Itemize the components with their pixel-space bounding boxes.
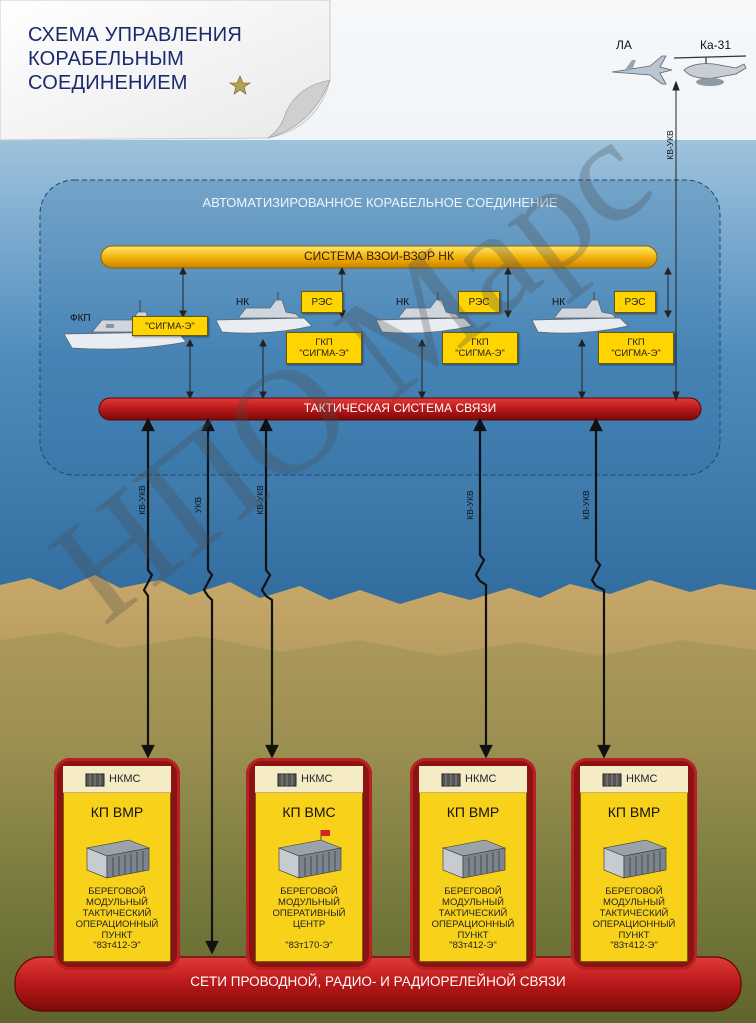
nkms-strip-4: НКМС (580, 766, 688, 793)
title-line-3: СОЕДИНЕНИЕМ (28, 72, 188, 94)
cp-desc-1-line-3: ТАКТИЧЕСКИЙ (82, 908, 152, 919)
cp-title-3: КП ВМР (446, 804, 500, 820)
cp-desc-4-line-1: БЕРЕГОВОЙ (605, 886, 663, 897)
ship-icon-3 (531, 292, 629, 334)
container-icon (85, 773, 105, 787)
cp-desc-4-line-5: ПУНКТ (618, 930, 650, 941)
tactical-system-bar (98, 397, 702, 421)
cp-desc-4-line-4: ОПЕРАЦИОННЫЙ (592, 919, 676, 930)
network-label: СЕТИ ПРОВОДНОЙ, РАДИО- И РАДИОРЕЛЕЙНОЙ С… (190, 974, 566, 989)
command-post-3-panel: НКМС КП ВМР БЕРЕГОВОЙ МОДУЛЬНЫЙ ТАКТИЧЕС… (419, 766, 527, 962)
link-label-4: КВ-УКВ (465, 490, 475, 520)
gkp-label-1: ГКП (315, 337, 333, 348)
ship-label-nk-1: НК (236, 297, 250, 308)
cp-desc-1-line-5: ПУНКТ (101, 930, 133, 941)
aircraft-ka31-label: Ка-31 (700, 38, 732, 52)
cp-code-2: "83т170-Э" (285, 940, 333, 951)
cp-title-4: КП ВМР (607, 804, 661, 820)
command-post-2-panel: НКМС КП ВМС БЕРЕГОВОЙ МОДУЛЬНЫЙ ОПЕРАТИВ… (255, 766, 363, 962)
cp-desc-4-line-2: МОДУЛЬНЫЙ (603, 897, 665, 908)
command-post-2: НКМС КП ВМС БЕРЕГОВОЙ МОДУЛЬНЫЙ ОПЕРАТИВ… (246, 758, 372, 970)
cp-desc-2: БЕРЕГОВОЙ МОДУЛЬНЫЙ ОПЕРАТИВНЫЙ ЦЕНТР (255, 886, 363, 930)
tactical-label: ТАКТИЧЕСКАЯ СИСТЕМА СВЯЗИ (303, 401, 497, 415)
nkms-label-4: НКМС (626, 773, 658, 785)
aircraft-la-label: ЛА (616, 38, 632, 52)
cp-desc-1-line-1: БЕРЕГОВОЙ (88, 886, 146, 897)
res-label-2: РЭС (468, 296, 490, 308)
command-post-3: НКМС КП ВМР БЕРЕГОВОЙ МОДУЛЬНЫЙ ТАКТИЧЕС… (410, 758, 536, 970)
nkms-label-2: НКМС (301, 773, 333, 785)
cp-desc-3-line-2: МОДУЛЬНЫЙ (442, 897, 504, 908)
cp-desc-2-line-1: БЕРЕГОВОЙ (280, 886, 338, 897)
command-post-4-panel: НКМС КП ВМР БЕРЕГОВОЙ МОДУЛЬНЫЙ ТАКТИЧЕС… (580, 766, 688, 962)
title-line-1: СХЕМА УПРАВЛЕНИЯ (28, 24, 243, 46)
helicopter-ka31-icon (673, 55, 747, 86)
cp-desc-4: БЕРЕГОВОЙ МОДУЛЬНЫЙ ТАКТИЧЕСКИЙ ОПЕРАЦИО… (580, 886, 688, 941)
cp-desc-2-line-2: МОДУЛЬНЫЙ (278, 897, 340, 908)
fkp-sigma-box: "СИГМА-Э" (132, 316, 208, 336)
cp-desc-3-line-5: ПУНКТ (457, 930, 489, 941)
cp-desc-3-line-1: БЕРЕГОВОЙ (444, 886, 502, 897)
gkp-box-1: ГКП "СИГМА-Э" (286, 332, 362, 364)
group-title: АВТОМАТИЗИРОВАННОЕ КОРАБЕЛЬНОЕ СОЕДИНЕНИ… (202, 195, 558, 210)
res-box-2: РЭС (458, 291, 500, 313)
nkms-strip-1: НКМС (63, 766, 171, 793)
ship-icon-2 (375, 292, 473, 334)
res-box-1: РЭС (301, 291, 343, 313)
title-line-2: КОРАБЕЛЬНЫМ (28, 48, 185, 70)
cp-title-1: КП ВМР (90, 804, 144, 820)
cp-desc-1: БЕРЕГОВОЙ МОДУЛЬНЫЙ ТАКТИЧЕСКИЙ ОПЕРАЦИО… (63, 886, 171, 941)
building-icon (602, 839, 668, 879)
fkp-sigma-label: "СИГМА-Э" (145, 320, 195, 332)
cp-code-1: "83т412-Э" (93, 940, 141, 951)
cp-desc-3-line-3: ТАКТИЧЕСКИЙ (438, 908, 508, 919)
ship-label-nk-3: НК (552, 297, 566, 308)
gkp-label-2: ГКП (471, 337, 489, 348)
gkp-box-3: ГКП "СИГМА-Э" (598, 332, 674, 364)
command-post-1-panel: НКМС КП ВМР БЕРЕГОВОЙ МОДУЛЬНЫЙ ТАКТИЧЕС… (63, 766, 171, 962)
ship-label-fkp: ФКП (70, 313, 91, 324)
nkms-label-1: НКМС (109, 773, 141, 785)
cp-desc-3: БЕРЕГОВОЙ МОДУЛЬНЫЙ ТАКТИЧЕСКИЙ ОПЕРАЦИО… (419, 886, 527, 941)
nkms-label-3: НКМС (465, 773, 497, 785)
res-label-3: РЭС (624, 296, 646, 308)
gkp-box-2: ГКП "СИГМА-Э" (442, 332, 518, 364)
cp-desc-4-line-3: ТАКТИЧЕСКИЙ (599, 908, 669, 919)
building-icon (85, 839, 151, 879)
cp-desc-2-line-4: ЦЕНТР (292, 919, 326, 930)
gkp-sigma-label-3: "СИГМА-Э" (611, 348, 661, 359)
link-label-5: КВ-УКВ (581, 490, 591, 520)
cp-desc-1-line-2: МОДУЛЬНЫЙ (86, 897, 148, 908)
cp-desc-1-line-4: ОПЕРАЦИОННЫЙ (75, 919, 159, 930)
nkms-strip-3: НКМС (419, 766, 527, 793)
gkp-label-3: ГКП (627, 337, 645, 348)
command-post-1: НКМС КП ВМР БЕРЕГОВОЙ МОДУЛЬНЫЙ ТАКТИЧЕС… (54, 758, 180, 970)
container-icon (602, 773, 622, 787)
vzoi-system-bar (100, 245, 658, 269)
fighter-jet-icon (611, 55, 673, 85)
ship-icon-1 (215, 292, 313, 334)
cp-title-2: КП ВМС (282, 804, 336, 820)
building-with-flag-icon (277, 830, 343, 879)
cp-desc-2-line-3: ОПЕРАТИВНЫЙ (272, 908, 346, 919)
vzoi-label: СИСТЕМА ВЗОИ-ВЗОР НК (304, 249, 454, 263)
res-box-3: РЭС (614, 291, 656, 313)
gkp-sigma-label-1: "СИГМА-Э" (299, 348, 349, 359)
building-icon (441, 839, 507, 879)
network-bar (14, 956, 742, 1012)
container-icon (441, 773, 461, 787)
title-card: СХЕМА УПРАВЛЕНИЯ КОРАБЕЛЬНЫМ СОЕДИНЕНИЕМ (0, 0, 330, 140)
gkp-sigma-label-2: "СИГМА-Э" (455, 348, 505, 359)
ship-label-nk-2: НК (396, 297, 410, 308)
cp-code-3: "83т412-Э" (449, 940, 497, 951)
cp-desc-3-line-4: ОПЕРАЦИОННЫЙ (431, 919, 515, 930)
command-post-4: НКМС КП ВМР БЕРЕГОВОЙ МОДУЛЬНЫЙ ТАКТИЧЕС… (571, 758, 697, 970)
container-icon (277, 773, 297, 787)
nkms-strip-2: НКМС (255, 766, 363, 793)
cp-code-4: "83т412-Э" (610, 940, 658, 951)
res-label-1: РЭС (311, 296, 333, 308)
